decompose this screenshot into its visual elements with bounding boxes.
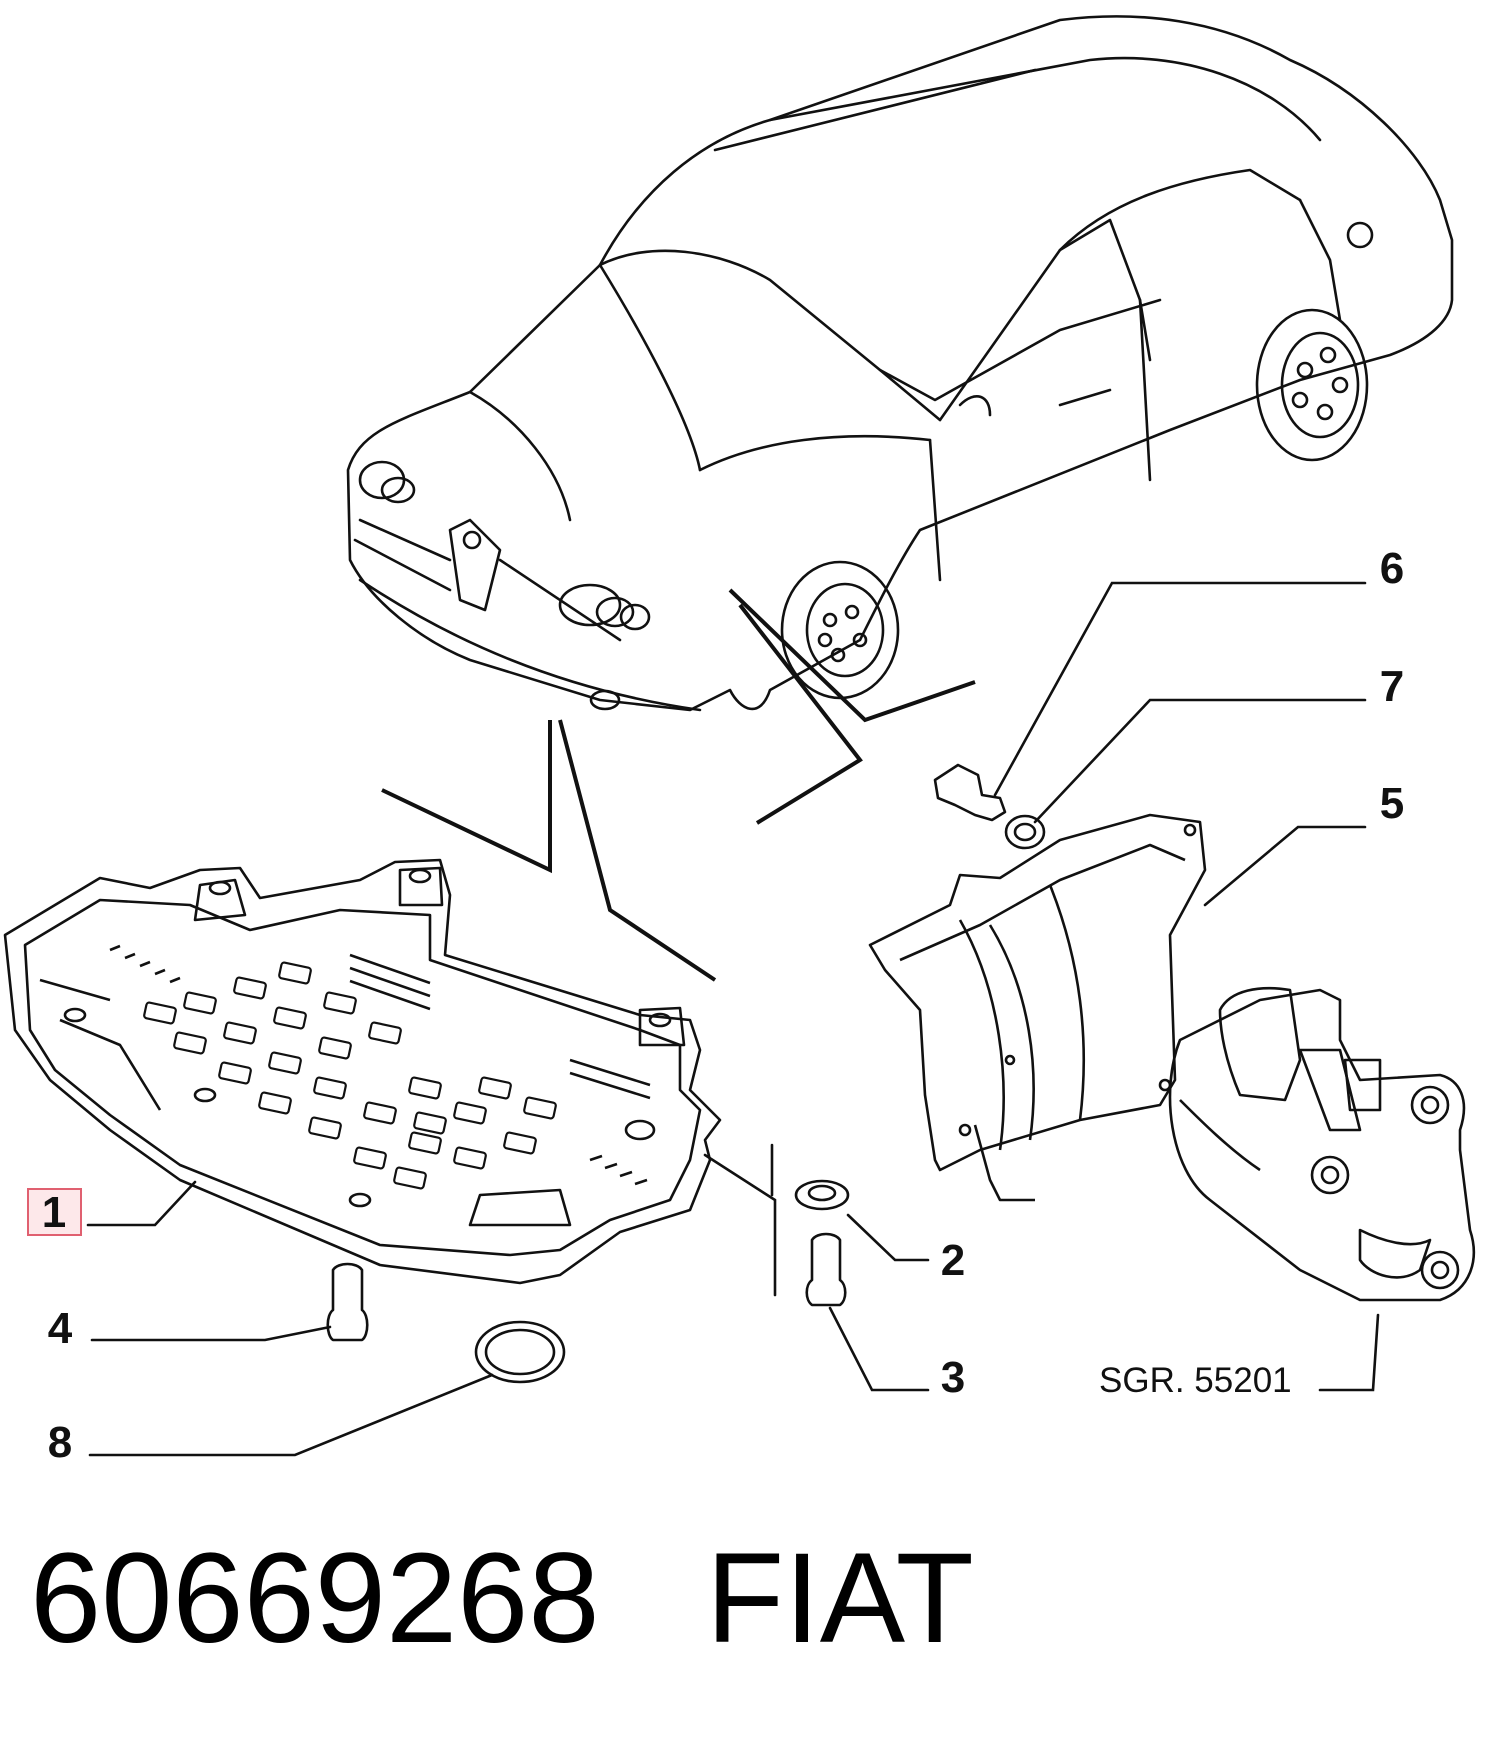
callout-1: 1 xyxy=(42,1188,66,1237)
callout-5: 5 xyxy=(1380,779,1404,828)
callout-8: 8 xyxy=(48,1418,72,1467)
callout-2: 2 xyxy=(941,1236,965,1285)
callout-7: 7 xyxy=(1380,662,1404,711)
car-illustration xyxy=(346,15,1454,712)
callout-4: 4 xyxy=(48,1304,73,1353)
heat-shield-part xyxy=(868,813,1207,1202)
sgr-reference-label: SGR. 55201 xyxy=(1099,1361,1292,1400)
starter-motor xyxy=(1168,986,1475,1302)
small-hardware xyxy=(326,763,1046,1384)
zoom-lines xyxy=(381,588,976,982)
leader-lines xyxy=(86,581,1380,1457)
callout-1-highlight xyxy=(27,1188,82,1236)
part-number: 60669268 xyxy=(30,1527,600,1670)
engine-skid-plate xyxy=(3,858,722,1285)
callout-3: 3 xyxy=(941,1353,965,1402)
brand-name: FIAT xyxy=(706,1527,974,1670)
callout-6: 6 xyxy=(1380,544,1404,593)
